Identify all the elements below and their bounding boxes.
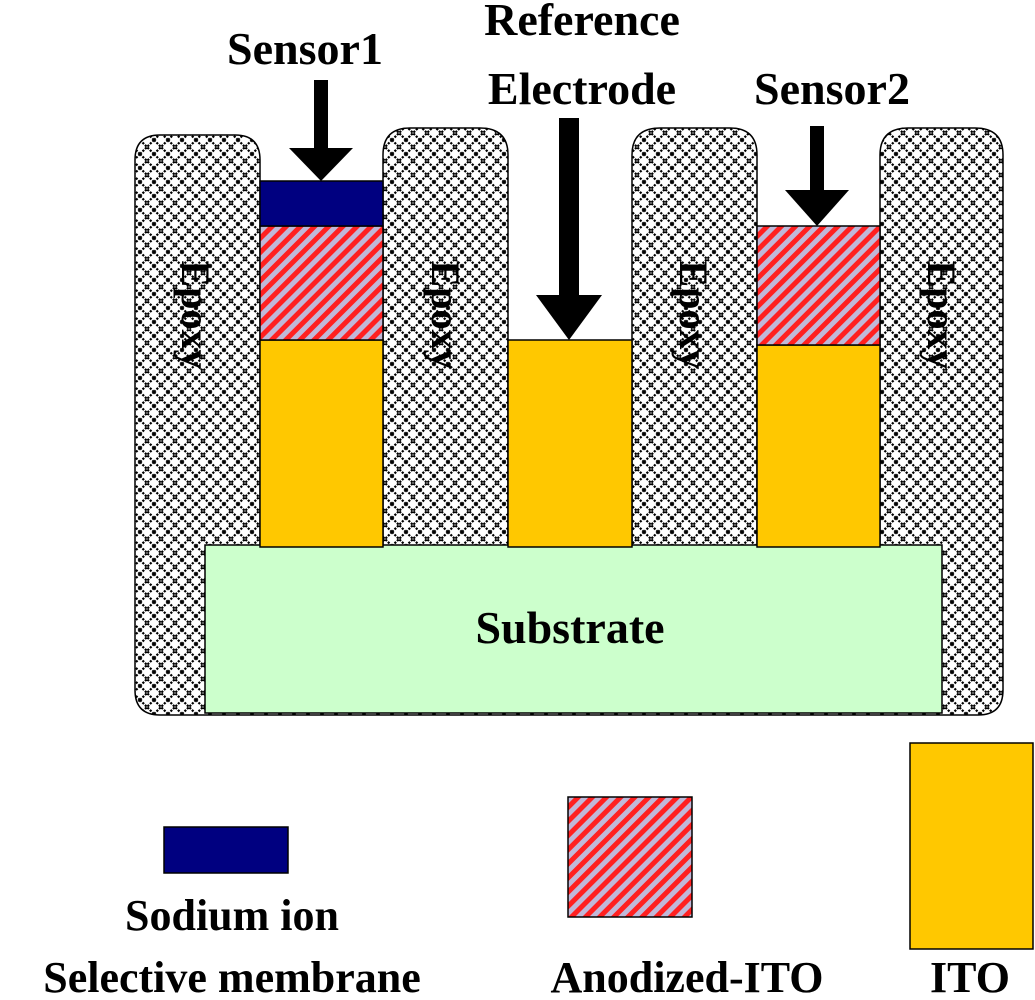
sensor1-membrane	[259, 180, 384, 227]
legend-anodized-label: Anodized-ITO	[550, 953, 823, 1000]
sensor1-arrow-icon	[289, 80, 353, 181]
reference-label-line2: Electrode	[488, 63, 676, 114]
epoxy-label-4: Epoxy	[919, 261, 964, 370]
sensor1-anodized-ito	[259, 225, 384, 341]
legend-ito-swatch	[909, 742, 1034, 950]
epoxy-label-1: Epoxy	[173, 261, 218, 370]
legend-membrane-label-line1: Sodium ion	[125, 891, 339, 940]
epoxy-label-3: Epoxy	[671, 261, 716, 370]
sensor2-arrow-icon	[785, 126, 849, 226]
epoxy-label-2: Epoxy	[423, 261, 468, 370]
reference-electrode-ito	[507, 339, 633, 548]
legend-ito-label: ITO	[930, 953, 1010, 1000]
reference-arrow-icon	[536, 118, 602, 340]
sensor1-label: Sensor1	[227, 23, 383, 74]
sensor2-label: Sensor2	[754, 63, 910, 114]
legend-anodized-swatch	[567, 796, 693, 918]
sensor2-anodized-ito	[756, 225, 881, 346]
sensor1-ito	[259, 339, 384, 548]
sensor2-ito	[756, 344, 881, 548]
legend-membrane-swatch	[163, 826, 289, 874]
substrate-block	[204, 544, 943, 714]
legend-membrane-label-line2: Selective membrane	[43, 953, 421, 1000]
substrate-label: Substrate	[475, 602, 664, 653]
reference-label-line1: Reference	[484, 0, 680, 45]
